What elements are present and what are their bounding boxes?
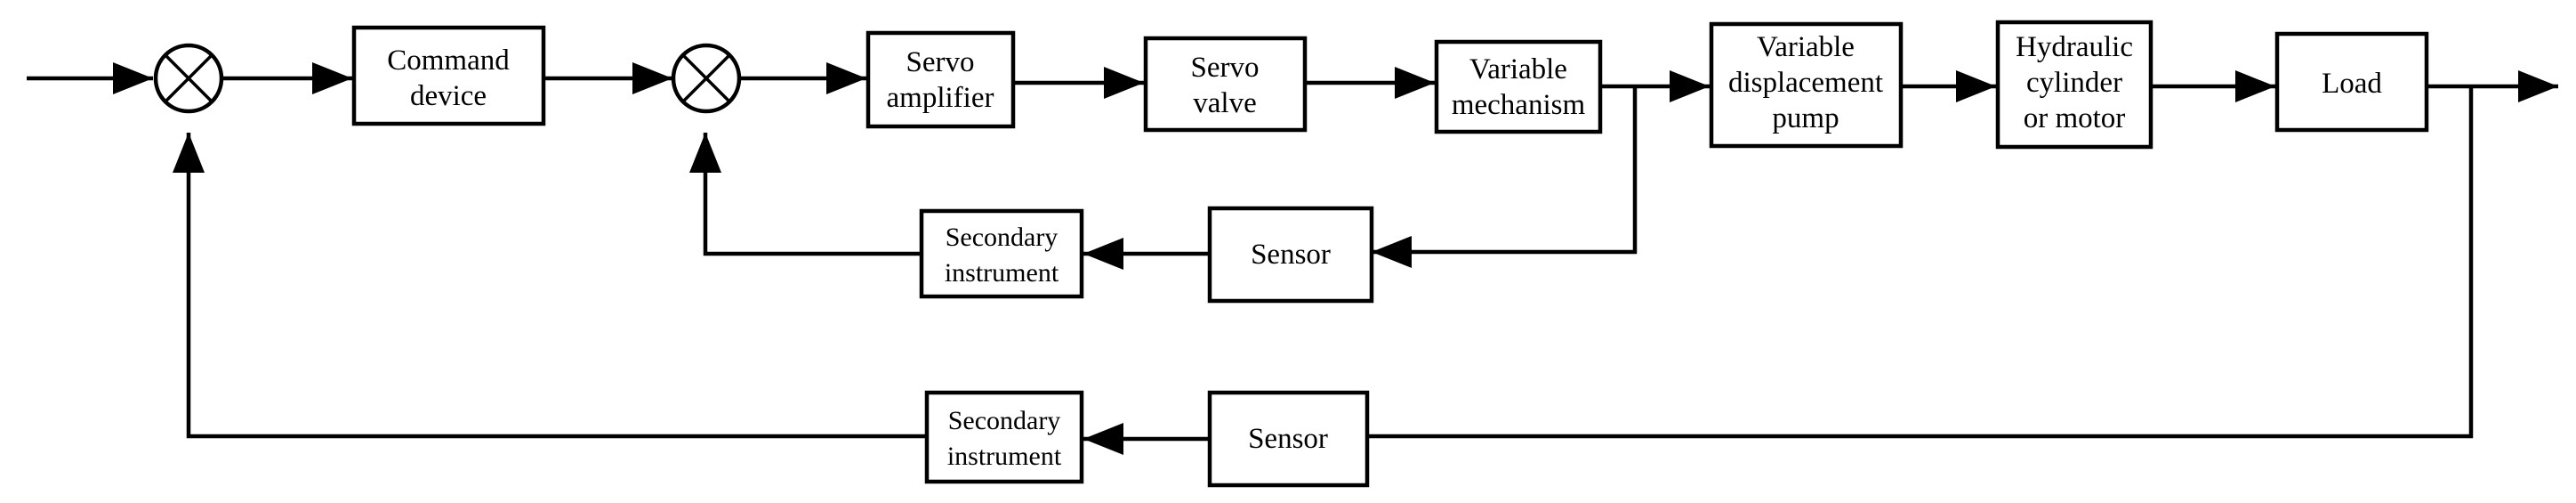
summing-junction-inner: [671, 43, 742, 114]
pump-label-line1: Variable: [1757, 31, 1855, 63]
outer-secondary-instrument-block: Secondary instrument: [924, 390, 1084, 484]
summing-junction-outer: [153, 43, 224, 114]
wire-mechanism-to-inner-sensor: [1372, 86, 1638, 268]
servo-amplifier-label-line2: amplifier: [887, 82, 994, 114]
wire-load-to-outer-sensor: [1367, 86, 2474, 439]
hydraulic-actuator-block: Hydraulic cylinder or motor: [1995, 20, 2153, 150]
actuator-label-line2: cylinder: [2026, 67, 2122, 99]
inner-secondary-instrument-block: Secondary instrument: [919, 208, 1084, 299]
actuator-label-line1: Hydraulic: [2016, 31, 2133, 63]
variable-displacement-pump-block: Variable displacement pump: [1709, 21, 1904, 149]
inner-instrument-label-line1: Secondary: [946, 223, 1059, 252]
wire-inner-instrument-to-sum2: [689, 133, 922, 256]
servo-valve-label-line2: valve: [1193, 87, 1256, 119]
variable-mechanism-label-line1: Variable: [1469, 53, 1567, 85]
command-device-label-line2: device: [410, 80, 487, 112]
pump-label-line2: displacement: [1728, 67, 1883, 99]
servo-valve-label-line1: Servo: [1191, 52, 1260, 84]
inner-instrument-label-line2: instrument: [945, 258, 1059, 288]
load-block: Load: [2274, 31, 2429, 133]
actuator-label-line3: or motor: [2024, 102, 2126, 134]
servo-valve-block: Servo valve: [1143, 36, 1308, 133]
command-device-block: Command device: [351, 25, 546, 126]
pump-label-line3: pump: [1772, 102, 1839, 134]
load-label: Load: [2322, 68, 2382, 100]
wire-outer-instrument-to-sum1: [173, 133, 927, 439]
variable-mechanism-block: Variable mechanism: [1434, 39, 1603, 134]
servo-amplifier-block: Servo amplifier: [865, 30, 1016, 129]
outer-sensor-block: Sensor: [1207, 390, 1370, 488]
command-device-label-line1: Command: [387, 45, 510, 77]
outer-sensor-label: Sensor: [1248, 423, 1328, 455]
servo-amplifier-label-line1: Servo: [906, 46, 975, 78]
variable-mechanism-label-line2: mechanism: [1452, 89, 1586, 121]
inner-sensor-label: Sensor: [1251, 239, 1331, 271]
inner-sensor-block: Sensor: [1207, 206, 1374, 304]
outer-instrument-label-line1: Secondary: [948, 406, 1061, 435]
outer-instrument-label-line2: instrument: [947, 442, 1062, 471]
